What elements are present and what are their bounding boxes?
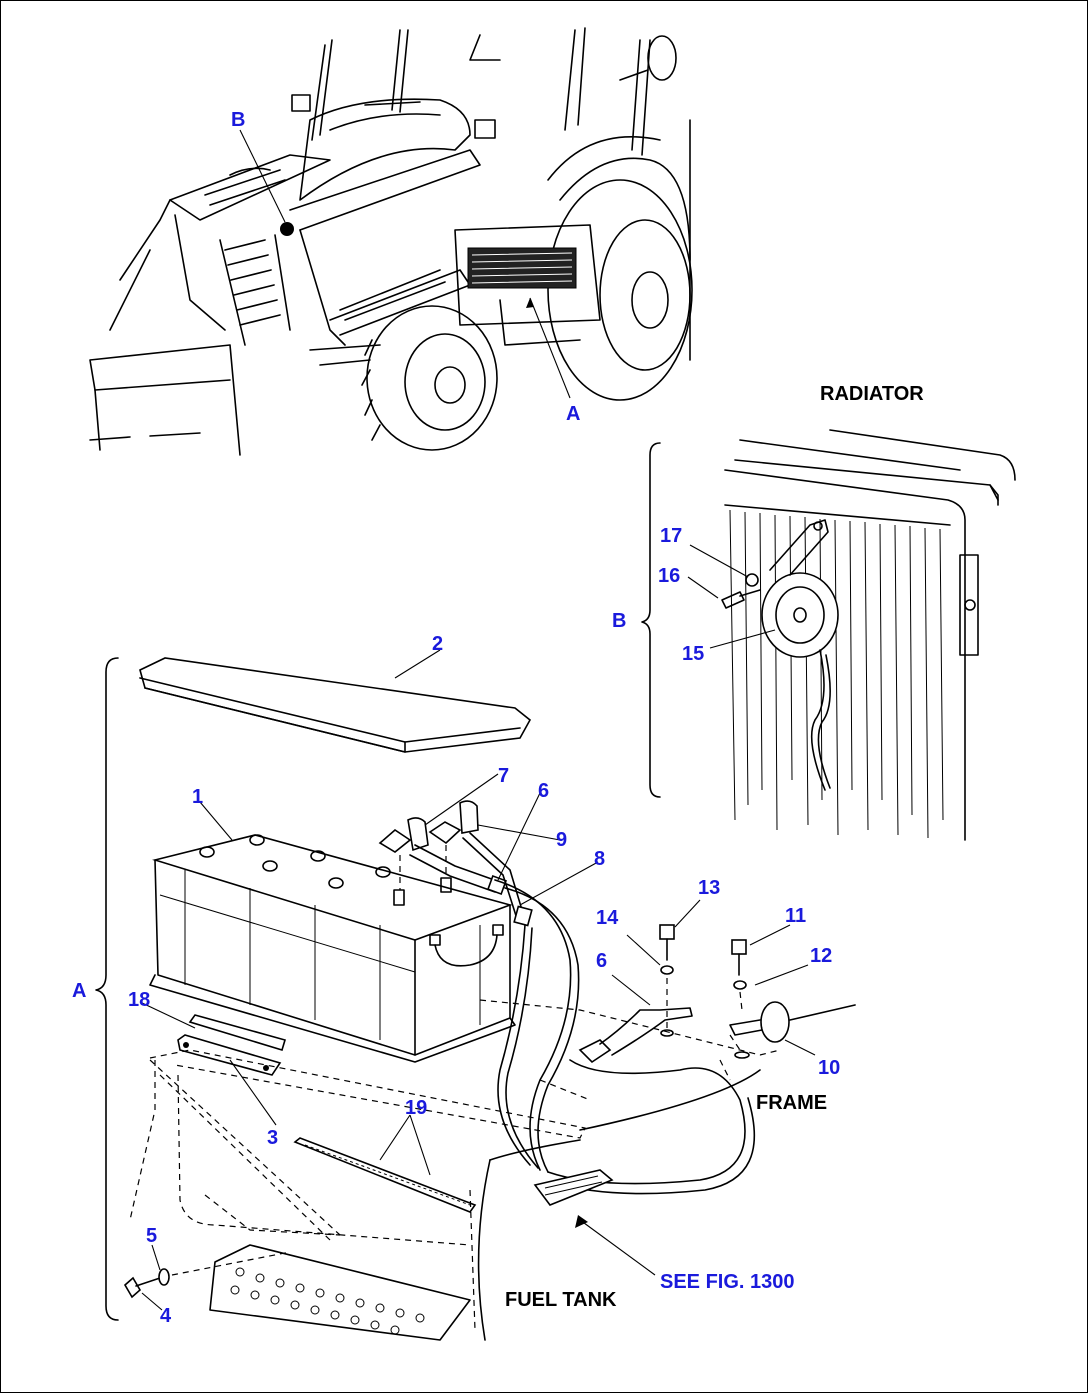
- label-see-fig: SEE FIG. 1300: [660, 1271, 795, 1293]
- hold-down-parts: [177, 1014, 477, 1213]
- callout-18: 18: [128, 989, 150, 1011]
- battery-tray: [129, 1049, 761, 1341]
- battery-assembly: [139, 657, 756, 1206]
- callout-2: 2: [432, 633, 443, 655]
- callout-8: 8: [594, 848, 605, 870]
- bolt-washer-4-5: [123, 1251, 291, 1299]
- callout-b-top: B: [231, 109, 245, 131]
- label-radiator: RADIATOR: [820, 383, 924, 405]
- callout-19: 19: [405, 1097, 427, 1119]
- callout-1: 1: [192, 786, 203, 808]
- callout-11: 11: [785, 905, 806, 927]
- callout-6-upper: 6: [538, 780, 549, 802]
- radiator-detail: [687, 429, 1016, 841]
- callout-a-top: A: [566, 403, 580, 425]
- callout-15: 15: [682, 643, 704, 665]
- callout-17: 17: [660, 525, 682, 547]
- callout-5: 5: [146, 1225, 157, 1247]
- callout-b-bracket: B: [612, 610, 626, 632]
- callout-13: 13: [698, 877, 720, 899]
- callout-a-bracket: A: [72, 980, 86, 1002]
- machine-illustration: [89, 27, 693, 456]
- callout-9: 9: [556, 829, 567, 851]
- callout-3: 3: [267, 1127, 278, 1149]
- label-fuel-tank: FUEL TANK: [505, 1289, 617, 1311]
- callout-14: 14: [596, 907, 619, 929]
- callout-10: 10: [818, 1057, 840, 1079]
- callout-16: 16: [658, 565, 680, 587]
- callout-7: 7: [498, 765, 509, 787]
- frame-parts: [479, 924, 856, 1101]
- label-frame: FRAME: [756, 1092, 827, 1114]
- see-fig-arrow: [579, 1219, 656, 1276]
- callout-4: 4: [160, 1305, 172, 1327]
- bracket-b: [641, 442, 661, 798]
- callout-12: 12: [810, 945, 832, 967]
- callout-leaders: [139, 649, 816, 1311]
- bracket-a: [95, 657, 119, 1321]
- callout-6-lower: 6: [596, 950, 607, 972]
